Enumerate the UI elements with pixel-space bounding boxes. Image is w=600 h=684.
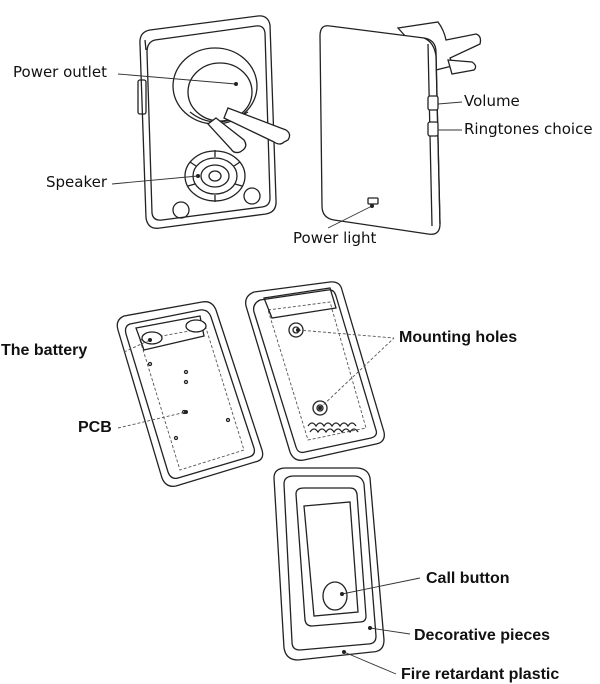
receiver-front-view bbox=[319, 21, 482, 235]
label-power-outlet: Power outlet bbox=[13, 63, 107, 81]
power-light-indicator bbox=[367, 197, 379, 205]
label-volume: Volume bbox=[464, 92, 520, 110]
button-back-pcb-view bbox=[116, 301, 264, 487]
label-pcb: PCB bbox=[78, 419, 112, 436]
label-mounting-holes: Mounting holes bbox=[399, 329, 518, 346]
label-fire-retardant-plastic: Fire retardant plastic bbox=[401, 666, 560, 683]
call-button-front-view bbox=[273, 467, 385, 661]
call-button-circle bbox=[322, 581, 348, 611]
button-shell-mounting-view bbox=[245, 281, 385, 461]
label-call-button: Call button bbox=[426, 570, 510, 587]
volume-switch bbox=[427, 95, 439, 111]
label-power-light: Power light bbox=[293, 229, 377, 247]
speaker-grille bbox=[184, 150, 246, 202]
ringtone-switch bbox=[427, 121, 439, 137]
label-the-battery: The battery bbox=[1, 342, 88, 359]
label-ringtones-choice: Ringtones choice bbox=[464, 120, 593, 138]
leader-lines bbox=[111, 73, 463, 675]
label-speaker: Speaker bbox=[46, 173, 108, 191]
label-decorative-pieces: Decorative pieces bbox=[414, 627, 551, 644]
receiver-back-view bbox=[137, 15, 291, 229]
